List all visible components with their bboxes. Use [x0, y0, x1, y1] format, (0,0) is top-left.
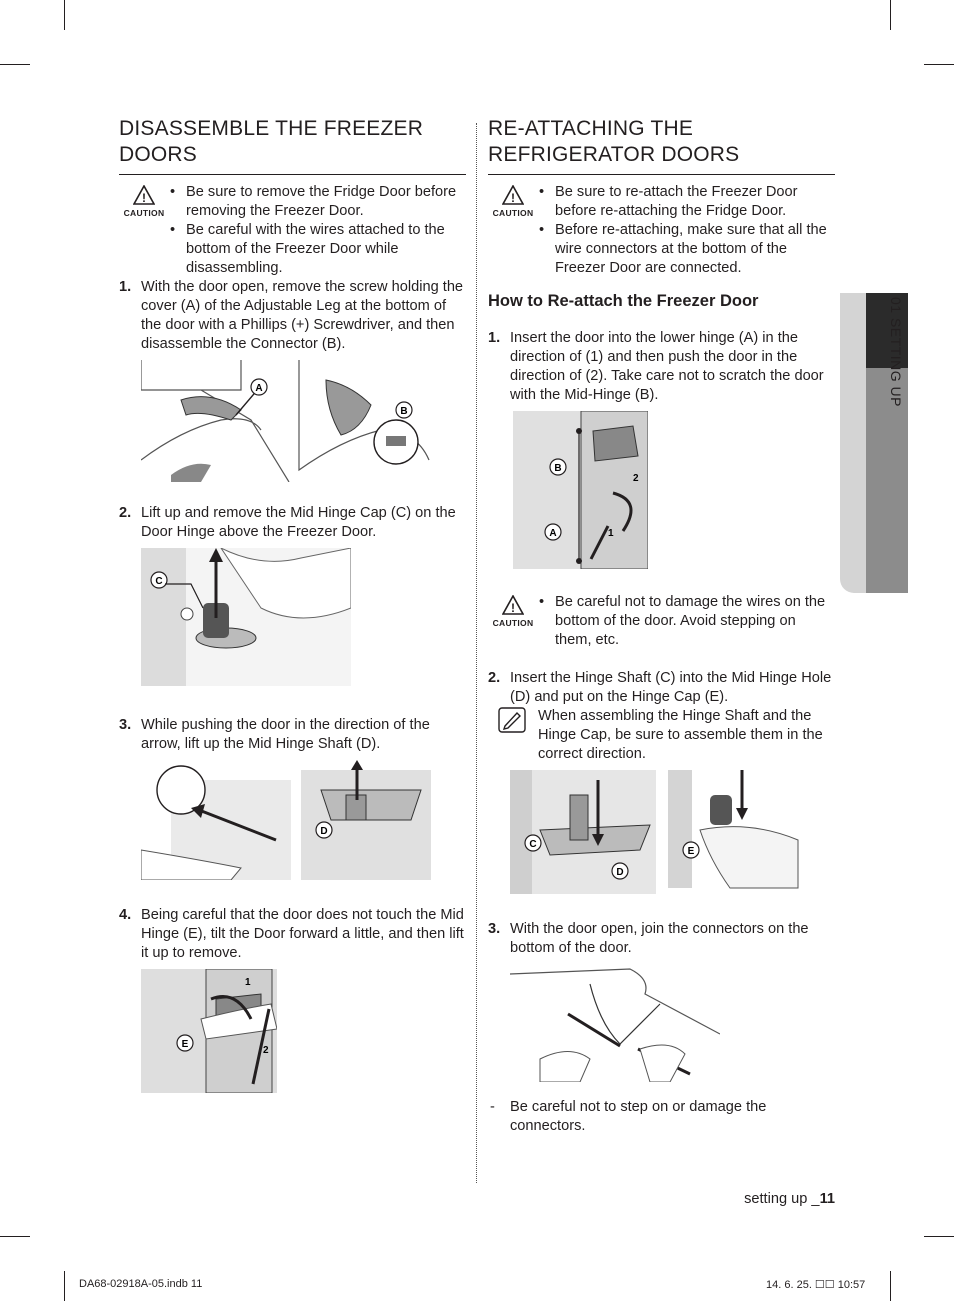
side-tab-label: 01 SETTING UP — [888, 297, 904, 407]
fig-label-b: B — [400, 406, 407, 417]
crop-mark — [0, 1236, 30, 1237]
fig-label-2: 2 — [263, 1045, 269, 1056]
step-number: 1. — [119, 279, 132, 295]
step-text: Insert the Hinge Shaft (C) into the Mid … — [510, 670, 832, 705]
step-text: Being careful that the door does not tou… — [141, 907, 464, 961]
footer-prefix: setting up _ — [744, 1191, 820, 1207]
page-number: 11 — [819, 1191, 835, 1207]
figure-mid-hinge-shaft: D — [140, 760, 466, 884]
fig-label-1: 1 — [608, 528, 614, 539]
dash-note: Be careful not to step on or damage the … — [488, 1098, 835, 1136]
step-text: While pushing the door in the direction … — [141, 717, 430, 752]
section-title-reattach: RE-ATTACHING THE REFRIGERATOR DOORS — [488, 116, 835, 175]
step-2: 2. Insert the Hinge Shaft (C) into the M… — [488, 669, 835, 707]
caution-item: Be sure to re-attach the Freezer Door be… — [535, 183, 835, 221]
step-1: 1. Insert the door into the lower hinge … — [488, 329, 835, 405]
crop-mark — [924, 64, 954, 65]
figure-lift-door: E 1 2 — [141, 968, 466, 1095]
fig-label-c: C — [155, 576, 162, 587]
note-text: When assembling the Hinge Shaft and the … — [538, 708, 823, 762]
caution-item: Be careful not to damage the wires on th… — [535, 593, 835, 650]
subsection-title: How to Re-attach the Freezer Door — [488, 292, 759, 310]
figure-screw-cover: A B — [140, 360, 466, 490]
figure-mid-hinge-cap: C — [141, 546, 466, 688]
step-1: 1. With the door open, remove the screw … — [119, 278, 466, 354]
note-block: When assembling the Hinge Shaft and the … — [488, 707, 835, 764]
caution-label: CAUTION — [492, 208, 534, 218]
fig-label-a: A — [549, 528, 556, 539]
caution-icon: ! CAUTION — [119, 185, 169, 223]
step-text: With the door open, join the connectors … — [510, 921, 809, 956]
svg-text:!: ! — [511, 191, 515, 205]
caution-item: Be sure to remove the Fridge Door before… — [166, 183, 466, 221]
chapter-side-tab: 01 SETTING UP — [840, 293, 908, 593]
step-4: 4. Being careful that the door does not … — [119, 906, 466, 963]
caution-block: ! CAUTION Be sure to remove the Fridge D… — [119, 183, 466, 278]
section-title-disassemble: DISASSEMBLE THE FREEZER DOORS — [119, 116, 466, 175]
fig-label-e: E — [688, 846, 695, 857]
svg-text:!: ! — [142, 191, 146, 205]
column-divider — [476, 123, 477, 1183]
step-3: 3. With the door open, join the connecto… — [488, 920, 835, 958]
step-number: 4. — [119, 907, 132, 923]
page-footer: setting up _11 — [744, 1191, 835, 1207]
step-3: 3. While pushing the door in the directi… — [119, 716, 466, 754]
crop-mark — [890, 0, 891, 30]
print-slug-file: DA68-02918A-05.indb 11 — [79, 1278, 203, 1290]
caution-block: ! CAUTION Be sure to re-attach the Freez… — [488, 183, 835, 278]
fig-label-c: C — [529, 839, 536, 850]
crop-mark — [64, 0, 65, 30]
step-number: 1. — [488, 330, 501, 346]
step-2: 2. Lift up and remove the Mid Hinge Cap … — [119, 504, 466, 542]
step-text: Lift up and remove the Mid Hinge Cap (C)… — [141, 505, 456, 540]
fig-label-b: B — [554, 463, 561, 474]
step-number: 3. — [119, 717, 132, 733]
caution-icon: ! CAUTION — [488, 185, 538, 223]
fig-label-2: 2 — [633, 473, 639, 484]
step-number: 3. — [488, 921, 501, 937]
step-number: 2. — [119, 505, 132, 521]
fig-label-a: A — [255, 383, 262, 394]
side-tab-gray-block — [866, 368, 908, 593]
crop-mark — [64, 1271, 65, 1301]
side-tab-dark-block — [866, 293, 908, 368]
print-slug-date: 14. 6. 25. ☐☐ 10:57 — [766, 1279, 866, 1291]
svg-text:!: ! — [511, 601, 515, 615]
figure-connectors — [509, 964, 835, 1086]
caution-item: Be careful with the wires attached to th… — [166, 221, 466, 278]
crop-mark — [924, 1236, 954, 1237]
caution-label: CAUTION — [492, 618, 534, 628]
crop-mark — [890, 1271, 891, 1301]
fig-label-d: D — [616, 867, 623, 878]
fig-label-1: 1 — [245, 977, 251, 988]
note-icon — [498, 707, 526, 739]
step-text: Insert the door into the lower hinge (A)… — [510, 330, 824, 403]
caution-icon: ! CAUTION — [488, 595, 538, 633]
fig-label-d: D — [320, 826, 327, 837]
step-number: 2. — [488, 670, 501, 686]
figure-hinge-shaft-cap: C D E — [510, 770, 835, 900]
right-column: RE-ATTACHING THE REFRIGERATOR DOORS ! CA… — [488, 116, 835, 1136]
figure-insert-door: B A 2 1 — [513, 410, 835, 573]
fig-label-e: E — [182, 1039, 189, 1050]
caution-label: CAUTION — [123, 208, 165, 218]
caution-block: ! CAUTION Be careful not to damage the w… — [488, 593, 835, 650]
crop-mark — [0, 64, 30, 65]
left-column: DISASSEMBLE THE FREEZER DOORS ! CAUTION … — [119, 116, 466, 1095]
step-text: With the door open, remove the screw hol… — [141, 279, 464, 352]
caution-item: Before re-attaching, make sure that all … — [535, 221, 835, 278]
